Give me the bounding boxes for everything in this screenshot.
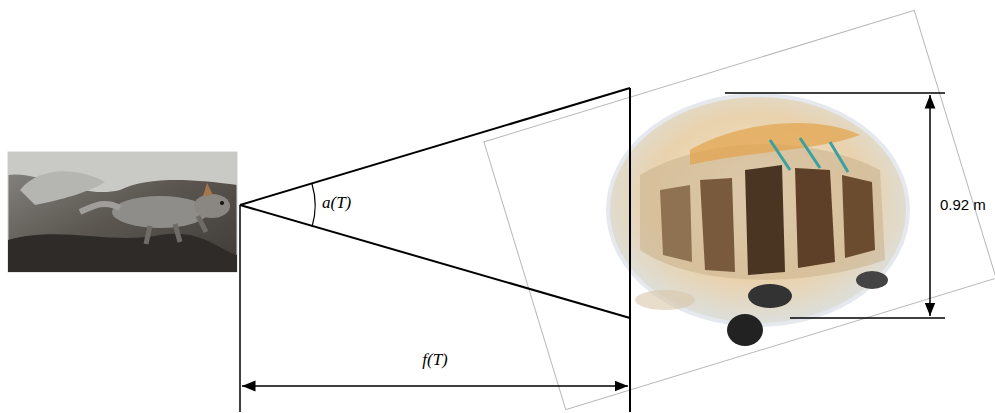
distance-label: f(T) [422, 350, 448, 370]
dimension-line [725, 93, 945, 318]
turtle-photo [484, 10, 995, 409]
view-cone [240, 88, 630, 412]
dimension-label: 0.92 m [940, 196, 986, 214]
squirrel-photo [8, 152, 237, 272]
turtle [608, 95, 908, 346]
dimension-line [242, 385, 628, 387]
angle-label: a(T) [322, 193, 351, 213]
